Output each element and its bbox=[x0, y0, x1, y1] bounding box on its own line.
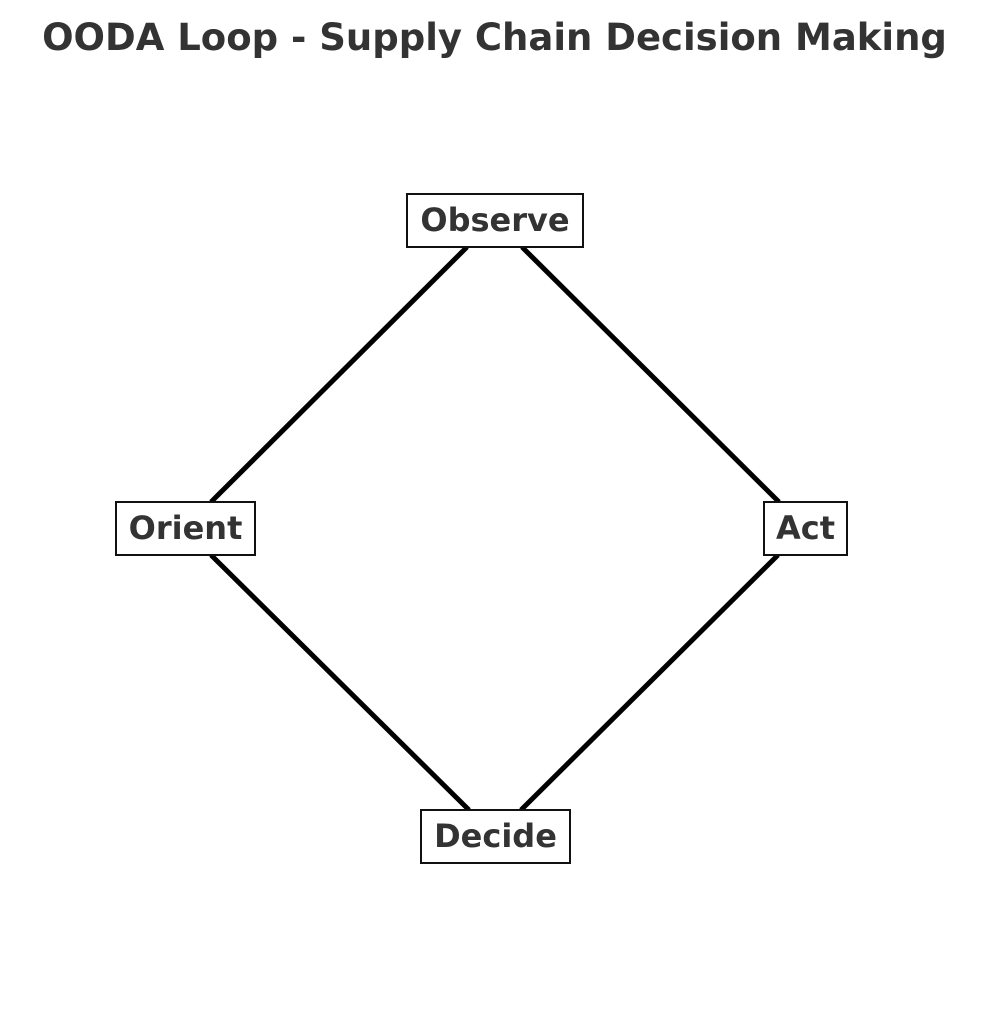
node-decide: Decide bbox=[420, 809, 571, 864]
diagram-title: OODA Loop - Supply Chain Decision Making bbox=[42, 16, 947, 59]
edge-observe-orient bbox=[209, 245, 469, 504]
edge-orient-decide bbox=[209, 553, 471, 812]
node-observe: Observe bbox=[406, 193, 584, 248]
node-orient: Orient bbox=[115, 501, 256, 556]
edge-act-observe bbox=[520, 245, 781, 504]
edge-decide-act bbox=[519, 553, 780, 812]
node-act: Act bbox=[763, 501, 848, 556]
